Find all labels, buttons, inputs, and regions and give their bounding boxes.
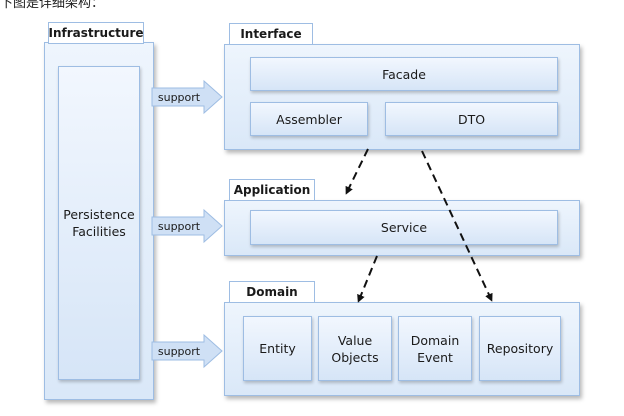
facade-box: Facade (250, 57, 558, 91)
dashed-arrow-dto-repository (421, 150, 493, 302)
support-arrow-domain (151, 333, 223, 369)
domain-tab: Domain (229, 281, 315, 303)
application-tab: Application (229, 179, 315, 201)
infrastructure-tab: Infrastructure (48, 22, 144, 44)
repository-box: Repository (479, 316, 561, 381)
dto-box: DTO (385, 102, 558, 136)
dashed-arrow-assembler-service (345, 148, 369, 195)
support-label-interface: support (157, 90, 201, 104)
support-label-application: support (157, 219, 201, 233)
persistence-facilities-box: Persistence Facilities (58, 66, 140, 380)
dashed-arrow-service-valueobjects (357, 255, 378, 303)
interface-tab: Interface (229, 23, 313, 45)
entity-box: Entity (243, 316, 312, 381)
value-objects-box: Value Objects (318, 316, 392, 381)
support-label-domain: support (157, 344, 201, 358)
support-arrow-application (151, 208, 223, 244)
support-arrow-interface (151, 79, 223, 115)
page-caption: 下图是详细架构： (0, 0, 105, 11)
domain-event-box: Domain Event (398, 316, 472, 381)
service-box: Service (250, 210, 558, 245)
assembler-box: Assembler (250, 102, 368, 136)
